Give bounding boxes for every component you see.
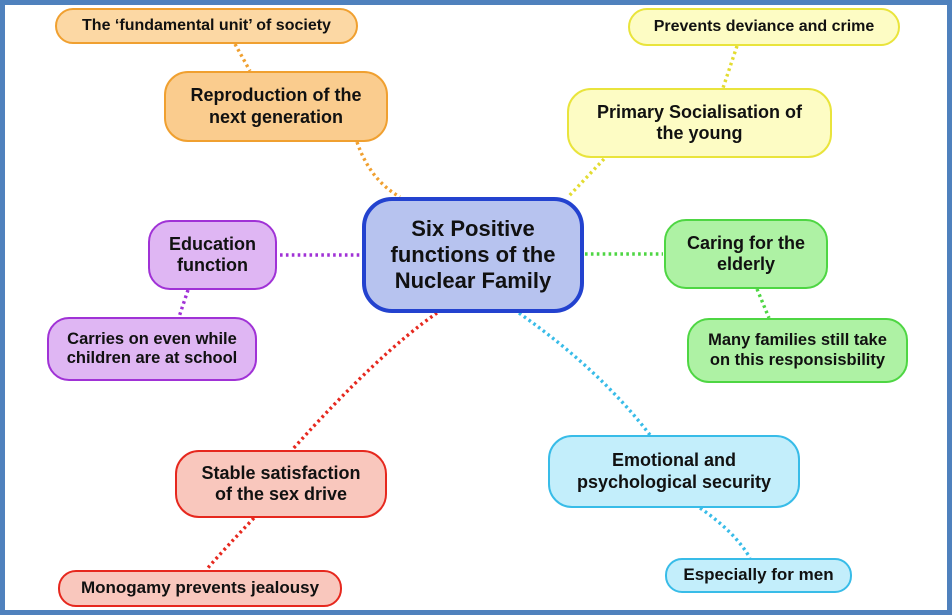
mindmap-node-sub-especially-men: Especially for men — [665, 558, 852, 593]
mindmap-node-branch-stable-satisfaction: Stable satisfaction of the sex drive — [175, 450, 387, 518]
connector-primary-to-center — [566, 157, 606, 199]
node-label: Reproduction of the next generation — [190, 85, 362, 127]
mindmap-node-branch-emotional-security: Emotional and psychological security — [548, 435, 800, 508]
node-label: Especially for men — [683, 565, 834, 585]
node-label: Monogamy prevents jealousy — [80, 578, 320, 598]
mindmap-node-branch-primary-socialisation: Primary Socialisation of the young — [567, 88, 832, 158]
connector-caring-to-many — [755, 288, 771, 319]
mindmap-node-sub-many-families: Many families still take on this respons… — [687, 318, 908, 383]
connector-emotional-to-especially — [699, 506, 752, 559]
connector-deviance-to-primary — [721, 45, 739, 89]
connector-center-to-emotional — [518, 311, 652, 437]
node-label: Stable satisfaction of the sex drive — [201, 462, 361, 504]
node-label: Six Positive functions of the Nuclear Fa… — [390, 216, 556, 293]
mindmap-node-sub-carries-on: Carries on even while children are at sc… — [47, 317, 257, 381]
mindmap-node-sub-prevents-deviance: Prevents deviance and crime — [628, 8, 900, 46]
mindmap-node-center-topic: Six Positive functions of the Nuclear Fa… — [362, 197, 584, 313]
connector-education-to-carries — [177, 289, 190, 318]
node-label: Caring for the elderly — [686, 232, 805, 274]
node-label: Primary Socialisation of the young — [596, 101, 803, 143]
mindmap-node-sub-fundamental-unit: The ‘fundamental unit’ of society — [55, 8, 358, 44]
node-label: The ‘fundamental unit’ of society — [82, 16, 331, 34]
node-label: Many families still take on this respons… — [708, 331, 887, 369]
mindmap-node-branch-education: Education function — [148, 220, 277, 290]
connector-stable-to-monogamy — [204, 516, 256, 572]
node-label: Emotional and psychological security — [576, 450, 772, 492]
connector-fundamental-to-reproduction — [233, 43, 252, 72]
connector-center-to-stable — [290, 311, 438, 452]
mindmap-node-branch-reproduction: Reproduction of the next generation — [164, 71, 388, 142]
mindmap-node-branch-caring-elderly: Caring for the elderly — [664, 219, 828, 289]
node-label: Prevents deviance and crime — [653, 17, 875, 35]
connector-reproduction-to-center — [355, 141, 401, 199]
mindmap-node-sub-monogamy: Monogamy prevents jealousy — [58, 570, 342, 607]
node-label: Education function — [168, 233, 256, 275]
node-label: Carries on even while children are at sc… — [66, 329, 238, 367]
